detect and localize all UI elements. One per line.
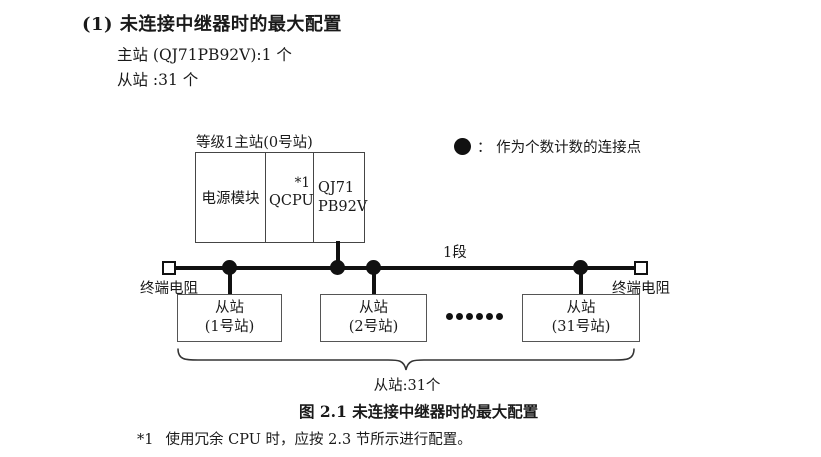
connection-point-dot-icon (454, 138, 471, 155)
footnote-text: 使用冗余 CPU 时，应按 2.3 节所示进行配置。 (165, 432, 472, 448)
footnote-marker: *1 (137, 432, 154, 448)
footnote: *1 使用冗余 CPU 时，应按 2.3 节所示进行配置。 (137, 428, 472, 449)
master-drop-line (336, 241, 340, 268)
legend: ： 作为个数计数的连接点 (454, 136, 641, 157)
slave-count-summary-label: 从站:31个 (373, 378, 441, 394)
terminating-resistor-right-label: 终端电阻 (612, 281, 670, 297)
connection-dot-icon (573, 260, 588, 275)
slave-count-line: 从站 :31 个 (117, 71, 199, 89)
segment-label: 1段 (443, 245, 467, 261)
slave31-label-line2: (31号站) (551, 319, 611, 335)
bus-line (176, 266, 634, 270)
slave2-label-line1: 从站 (359, 300, 388, 316)
slave31-drop-line (579, 268, 583, 295)
qcpu-label: QCPU (269, 193, 314, 209)
qj71-label-line1: QJ71 (318, 179, 355, 196)
slave-station-1-box: 从站 (1号站) (177, 294, 282, 342)
power-module-label: 电源模块 (201, 191, 260, 207)
qj71pb92v-cell: QJ71 PB92V (314, 153, 368, 242)
slave2-label-line2: (2号站) (348, 319, 399, 335)
terminating-resistor-right-icon (634, 261, 648, 275)
slave31-label-line1: 从站 (566, 300, 596, 316)
terminating-resistor-left-label: 终端电阻 (140, 281, 198, 297)
qcpu-cell: *1 QCPU (266, 153, 314, 242)
qj71-label-line2: PB92V (318, 198, 368, 215)
slave2-drop-line (372, 268, 376, 295)
slave-station-31-box: 从站 (31号站) (522, 294, 640, 342)
master-station-box: 电源模块 *1 QCPU QJ71 PB92V (195, 152, 368, 243)
legend-label: ： 作为个数计数的连接点 (477, 140, 642, 156)
terminating-resistor-left-icon (162, 261, 176, 275)
connection-dot-icon (222, 260, 237, 275)
brace-icon (177, 348, 635, 371)
power-module-cell: 电源模块 (196, 153, 266, 242)
slave1-label-line2: (1号站) (204, 319, 255, 335)
footnote-ref-mark: *1 (294, 175, 310, 191)
slave1-drop-line (228, 268, 232, 295)
master-station-label: 等级1主站(0号站) (196, 135, 313, 151)
master-count-line: 主站 (QJ71PB92V):1 个 (117, 46, 292, 64)
section-heading: (1) 未连接中继器时的最大配置 (82, 14, 342, 35)
figure-caption: 图 2.1 未连接中继器时的最大配置 (299, 402, 539, 421)
connection-dot-icon (366, 260, 381, 275)
slave-station-2-box: 从站 (2号站) (320, 294, 427, 342)
slave1-label-line1: 从站 (215, 300, 244, 316)
connection-dot-icon (330, 260, 345, 275)
ellipsis-dots-icon (446, 313, 503, 320)
